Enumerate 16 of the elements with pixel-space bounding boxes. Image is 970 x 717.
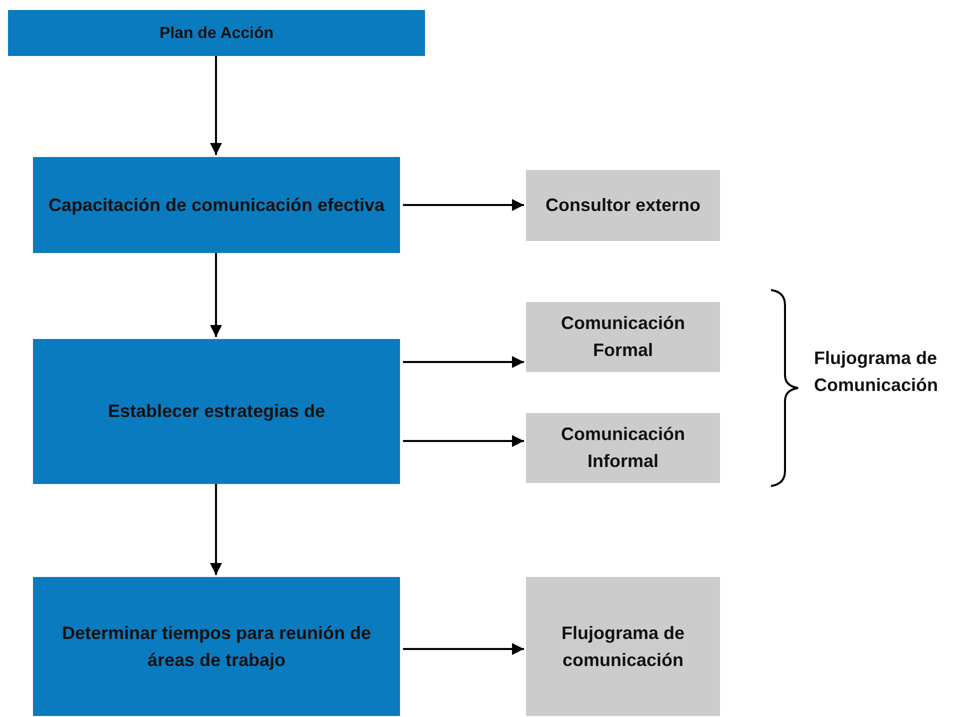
arrow <box>403 199 524 211</box>
process-box: Establecer estrategias de <box>33 339 400 484</box>
brace-label: Flujograma de Comunicación <box>814 347 940 397</box>
process-box: Plan de Acción <box>8 10 425 56</box>
output-box: Comunicación Formal <box>526 302 720 372</box>
arrow <box>210 253 222 337</box>
arrow <box>403 356 524 368</box>
process-box: Capacitación de comunicación efectiva <box>33 157 400 253</box>
process-box: Determinar tiempos para reunión de áreas de trabajo <box>33 577 400 716</box>
output-box: Flujograma de comunicación <box>526 577 720 716</box>
arrow <box>403 435 524 447</box>
arrow <box>210 484 222 575</box>
output-box: Consultor externo <box>526 170 720 241</box>
arrow <box>403 643 524 655</box>
arrow <box>210 56 222 155</box>
output-box: Comunicación Informal <box>526 413 720 483</box>
